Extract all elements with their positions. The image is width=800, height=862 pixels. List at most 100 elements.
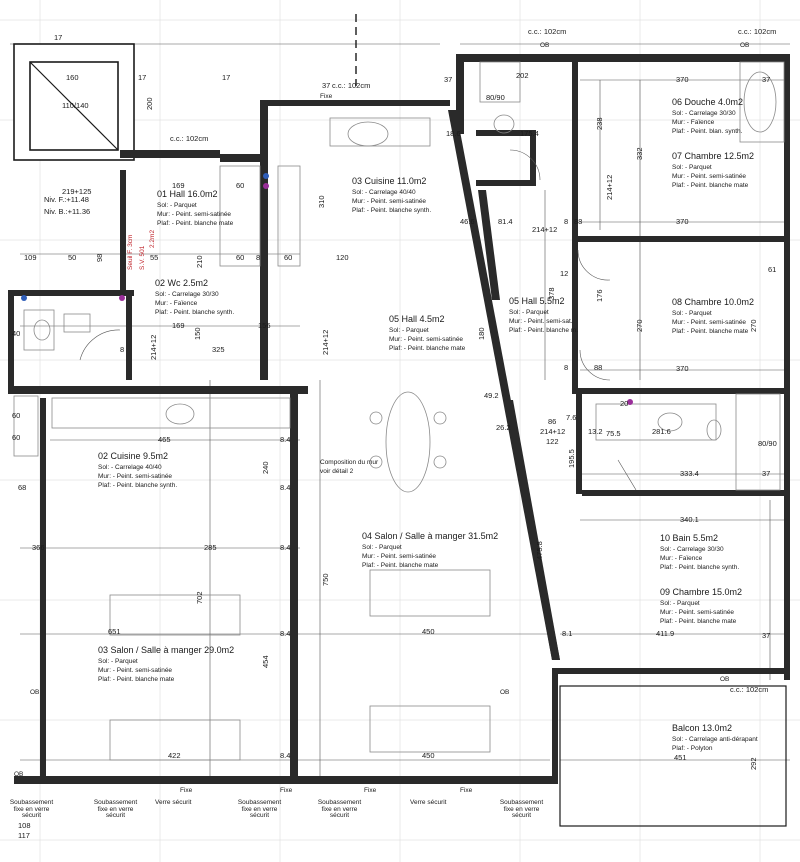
room-08chambre-plaf: Plaf: - Peint. blanche mate — [672, 328, 749, 335]
window-fixe-b1: Fixe — [180, 787, 193, 794]
dim-17-a: 17 — [54, 33, 63, 42]
dim-86: 86 — [548, 417, 557, 426]
dim-37-b: 37 — [762, 469, 771, 478]
dim-40: 40 — [12, 329, 21, 338]
dim-454: 454 — [261, 655, 270, 668]
dim-370-c: 370 — [676, 364, 689, 373]
window-ob-5: OB — [720, 676, 730, 683]
room-02cuisine-mur: Mur: - Peint. semi-satinée — [98, 473, 173, 480]
room-02cuisine-plaf: Plaf: - Peint. blanche synth. — [98, 482, 178, 489]
room-08chambre-sol: Sol: - Parquet — [672, 310, 712, 317]
dim-180: 180 — [477, 327, 486, 340]
room-10bain-plaf: Plaf: - Peint. blanche synth. — [660, 564, 740, 571]
dim-8-1: 8.1 — [562, 629, 573, 638]
room-05hall-a-name: 05 Hall 4.5m2 — [389, 314, 445, 324]
room-balcon-plaf: Plaf: - Polyton — [672, 745, 713, 752]
room-09chambre-plaf: Plaf: - Peint. blanche mate — [660, 618, 737, 625]
dim-325: 325 — [212, 345, 225, 354]
cc-note-2: c.c.: 102cm — [332, 81, 371, 90]
dim-80-90-a: 80/90 — [486, 93, 505, 102]
dim-175: 175.4 — [520, 129, 539, 138]
dim-214-d: 214+12 — [321, 329, 330, 355]
room-03salon-name: 03 Salon / Salle à manger 29.0m2 — [98, 645, 235, 655]
cc-note-3: c.c.: 102cm — [528, 27, 567, 36]
room-09chambre-sol: Sol: - Parquet — [660, 600, 700, 607]
door-ref-2: S.V. 501 — [139, 245, 146, 270]
dim-366: 366 — [32, 543, 45, 552]
dim-292: 292 — [749, 757, 758, 770]
facade-label-5: Soubassement fixe en verre sécurit — [317, 799, 362, 819]
room-08chambre-name: 08 Chambre 10.0m2 — [672, 297, 755, 307]
dim-450-a: 450 — [422, 627, 435, 636]
room-01-mur: Mur: - Peint. semi-satinée — [157, 211, 232, 218]
dim-18: 18.6 — [446, 129, 461, 138]
room-10bain-sol: Sol: - Carrelage 30/30 — [660, 546, 724, 553]
room-06douche-mur: Mur: - Faïence — [672, 119, 715, 126]
dim-285: 285 — [204, 543, 217, 552]
room-05hall-b-sol: Sol: - Parquet — [509, 309, 549, 316]
dim-98: 98 — [95, 253, 104, 262]
dim-37-c: 37 — [322, 81, 331, 90]
room-02wc-plaf: Plaf: - Peint. blanche synth. — [155, 309, 235, 316]
dim-109: 109 — [24, 253, 37, 262]
facade-label-6: Verre sécurit — [410, 799, 447, 806]
dim-219: 219+125 — [62, 187, 92, 196]
dim-333: 333.4 — [680, 469, 699, 478]
room-05hall-a-plaf: Plaf: - Peint. blanche mate — [389, 345, 466, 352]
room-05hall-b-name: 05 Hall 5.5m2 — [509, 296, 565, 306]
walls — [8, 43, 790, 784]
dim-13: 13.2 — [588, 427, 603, 436]
balcony — [559, 685, 787, 827]
room-02wc-name: 02 Wc 2.5m2 — [155, 278, 209, 288]
dim-750: 750 — [321, 573, 330, 586]
dim-240: 240 — [261, 461, 270, 474]
room-03cuisine-plaf: Plaf: - Peint. blanche synth. — [352, 207, 432, 214]
dim-88-b: 88 — [594, 363, 603, 372]
dim-465: 465 — [158, 435, 171, 444]
room-03cuisine-mur: Mur: - Peint. semi-satinée — [352, 198, 427, 205]
dim-210-a: 210 — [195, 255, 204, 268]
dim-122: 122 — [546, 437, 559, 446]
room-04salon-name: 04 Salon / Salle à manger 31.5m2 — [362, 531, 499, 541]
dim-8-c: 8 — [564, 217, 569, 226]
dim-160: 160 — [66, 73, 79, 82]
dim-8-4-e: 8.4 — [280, 751, 291, 760]
dim-81: 81.4 — [498, 217, 513, 226]
dim-108: 108 — [18, 821, 31, 830]
dim-60-a: 60 — [236, 181, 245, 190]
dim-310: 310 — [317, 195, 326, 208]
dim-68: 68 — [18, 483, 27, 492]
facade-label-2: Soubassement fixe en verre sécurit — [93, 799, 138, 819]
dim-120: 120 — [336, 253, 349, 262]
wall-composition-note: Composition du mur — [320, 459, 379, 466]
dim-270-b: 270 — [749, 319, 758, 332]
dim-20: 20 — [620, 399, 629, 408]
dim-651: 651 — [108, 627, 121, 636]
dim-55: 55 — [150, 253, 159, 262]
dim-202: 202 — [516, 71, 529, 80]
dim-8-4-c: 8.4 — [280, 543, 291, 552]
window-ob-4: OB — [500, 689, 510, 696]
dim-411: 411.9 — [656, 629, 675, 638]
room-balcon-name: Balcon 13.0m2 — [672, 723, 733, 733]
dim-60-e: 60 — [12, 433, 21, 442]
room-01-name: 01 Hall 16.0m2 — [157, 189, 218, 199]
room-08chambre-mur: Mur: - Peint. semi-satinée — [672, 319, 747, 326]
dim-370-b: 370 — [676, 217, 689, 226]
dim-169-b: 169 — [172, 321, 185, 330]
door-ref-3: 2.2m2 — [149, 229, 156, 248]
wall-detail-note: voir détail 2 — [320, 468, 354, 475]
dim-60-c: 60 — [284, 253, 293, 262]
dim-46: 46.6 — [460, 217, 475, 226]
dim-17-b: 17 — [138, 73, 147, 82]
